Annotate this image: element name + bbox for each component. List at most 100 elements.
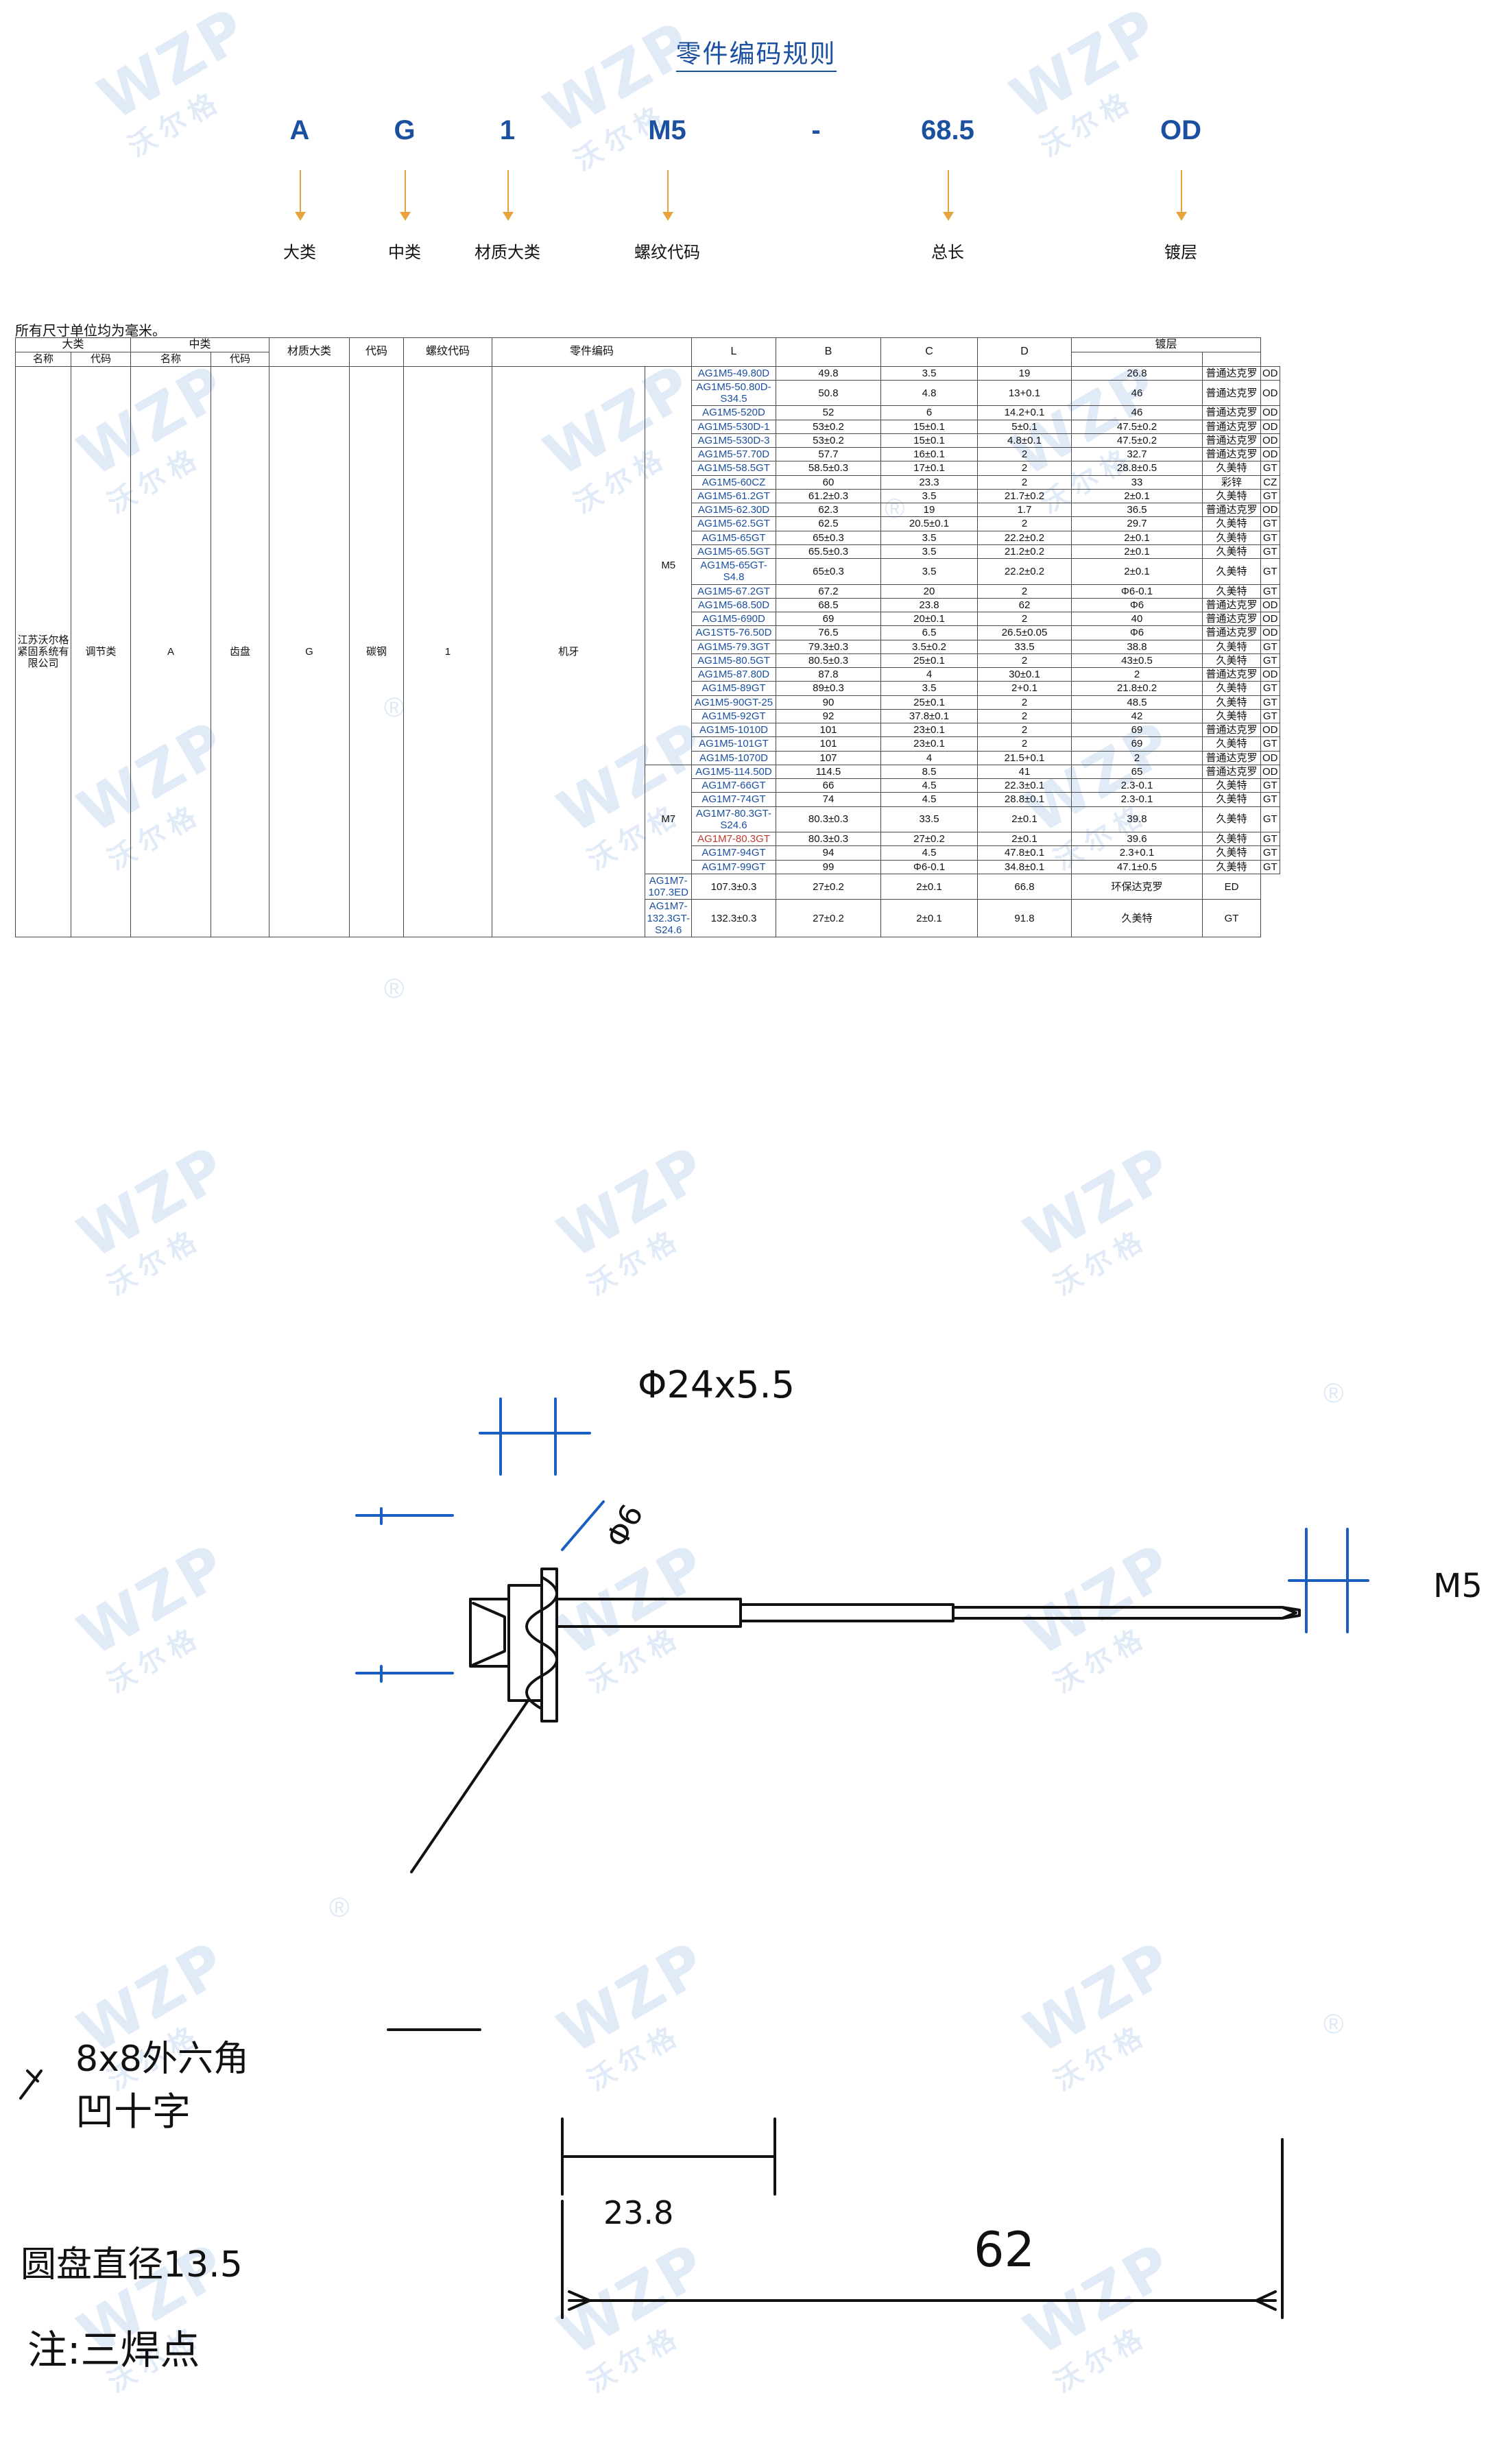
cell-coating: 普通达克罗 (1202, 419, 1261, 434)
cell-part-number: AG1M5-1070D (691, 750, 776, 765)
cell-L: 132.3±0.3 (691, 899, 776, 938)
cell-plate-code: OD (1260, 667, 1280, 682)
cell-L: 65±0.3 (776, 530, 881, 545)
cell-plate-code: OD (1260, 405, 1280, 420)
th-zhonglei: 中类 (130, 337, 269, 353)
cell-D: Φ6-0.1 (1071, 584, 1203, 599)
cell-plate-code: OD (1260, 612, 1280, 627)
cell-plate-code: GT (1260, 708, 1280, 724)
cell-coating: 久美特 (1202, 639, 1261, 654)
cell-L: 107 (776, 750, 881, 765)
cell-L: 101 (776, 736, 881, 752)
cell-part-number: AG1M7-66GT (691, 778, 776, 793)
cell-coating: 普通达克罗 (1202, 405, 1261, 420)
annotation-hex-note: 8x8外六角 (75, 2039, 249, 2080)
cell-C: 4.8±0.1 (977, 433, 1072, 448)
cell-B: 6.5 (880, 625, 978, 640)
cell-B: 27±0.2 (880, 832, 978, 847)
cell-B: 20±0.1 (880, 612, 978, 627)
th-dalei-code: 代码 (71, 352, 131, 367)
cell-L: 74 (776, 792, 881, 807)
cell-C: 5±0.1 (977, 419, 1072, 434)
cell-part-number: AG1M5-90GT-25 (691, 695, 776, 710)
cell-D: 38.8 (1071, 639, 1203, 654)
cell-coating: 久美特 (1202, 558, 1261, 585)
cell-plate-code: GT (1260, 584, 1280, 599)
cell-coating: 久美特 (1202, 736, 1261, 752)
table-header-row-1: 大类 中类 材质大类 代码 螺纹代码 零件编码 L B C D 镀层 (15, 337, 1280, 367)
cell-plate-code: GT (1260, 832, 1280, 847)
annotation-weld-note: 注:三焊点 (27, 2327, 200, 2373)
cell-B: 4.5 (880, 792, 978, 807)
cell-C: 21.5+0.1 (977, 750, 1072, 765)
cell-L: 94 (776, 845, 881, 861)
cell-coating: 久美特 (1202, 653, 1261, 669)
page-title: 零件编码规则 (0, 33, 1512, 72)
annotation-dim-62: 62 (974, 2222, 1035, 2278)
th-B: B (776, 337, 881, 367)
cell-part-number: AG1M5-57.70D (691, 447, 776, 462)
cell-part-number: AG1M5-62.30D (691, 503, 776, 518)
cell-L: 65.5±0.3 (776, 544, 881, 560)
cell-coating: 普通达克罗 (1202, 365, 1261, 381)
th-zhonglei-name: 名称 (130, 352, 211, 367)
th-L: L (691, 337, 776, 367)
cell-D: 39.8 (1071, 806, 1203, 833)
cell-plate-code: GT (1260, 806, 1280, 833)
cell-plate-code: OD (1260, 723, 1280, 738)
cell-B: 6 (880, 405, 978, 420)
cell-plate-code: GT (1260, 544, 1280, 560)
cell-plate-code: OD (1260, 503, 1280, 518)
cell-B: 33.5 (880, 806, 978, 833)
cell-B: 23.3 (880, 475, 978, 490)
annotation-cross-note: 凹十字 (75, 2090, 191, 2135)
cell-C: 21.7±0.2 (977, 488, 1072, 504)
cell-coating: 彩锌 (1202, 475, 1261, 490)
cell-L: 67.2 (776, 584, 881, 599)
cell-coating: 普通达克罗 (1202, 597, 1261, 613)
cell-L: 90 (776, 695, 881, 710)
cell-plate-code: GT (1260, 558, 1280, 585)
cell-D: 47.5±0.2 (1071, 419, 1203, 434)
cell-part-number: AG1M5-65GT-S4.8 (691, 558, 776, 585)
cell-plate-code: OD (1260, 365, 1280, 381)
cell-part-number: AG1M5-68.50D (691, 597, 776, 613)
code-part-2: 1 (499, 115, 516, 145)
cell-D: 2±0.1 (1071, 530, 1203, 545)
cell-plate-code: GT (1260, 695, 1280, 710)
cell-part-number: AG1M5-89GT (691, 681, 776, 696)
cell-coating: 久美特 (1202, 544, 1261, 560)
cell-part-number: AG1M5-79.3GT (691, 639, 776, 654)
cell-L: 69 (776, 612, 881, 627)
cell-L: 62.3 (776, 503, 881, 518)
cell-C: 13+0.1 (977, 379, 1072, 407)
cell-part-number: AG1M7-74GT (691, 792, 776, 807)
cell-C: 2 (977, 612, 1072, 627)
cell-D: 26.8 (1071, 365, 1203, 381)
cell-B: 3.5 (880, 558, 978, 585)
cell-L: 89±0.3 (776, 681, 881, 696)
cell-L: 60 (776, 475, 881, 490)
cell-coating: 久美特 (1202, 845, 1261, 861)
cell-part-number: AG1M5-58.5GT (691, 461, 776, 476)
cell-L: 50.8 (776, 379, 881, 407)
cell-C: 2 (977, 736, 1072, 752)
cell-coating: 普通达克罗 (1202, 667, 1261, 682)
code-label-1: 中类 (388, 243, 421, 262)
cell-dalei-code: A (130, 365, 211, 938)
cell-B: 4.8 (880, 379, 978, 407)
cell-C: 2+0.1 (977, 681, 1072, 696)
cell-coating: 久美特 (1202, 530, 1261, 545)
cell-D: 48.5 (1071, 695, 1203, 710)
cell-B: 23.8 (880, 597, 978, 613)
th-daima: 代码 (349, 337, 404, 367)
cell-D: 46 (1071, 405, 1203, 420)
cell-coating: 环保达克罗 (1071, 873, 1203, 900)
